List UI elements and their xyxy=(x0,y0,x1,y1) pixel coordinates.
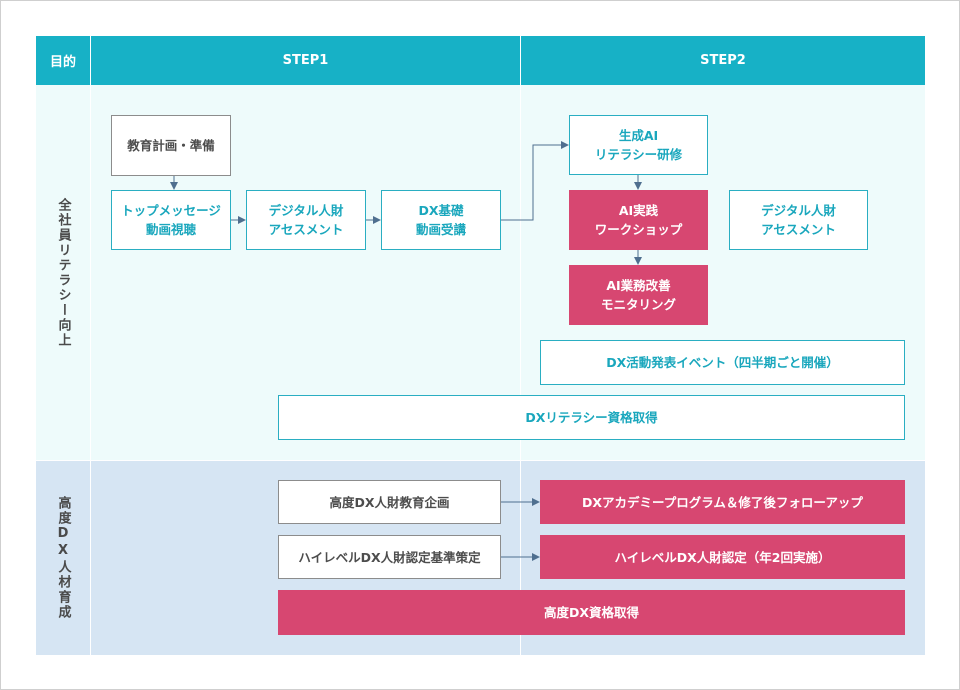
header-purpose: 目的 xyxy=(36,36,90,85)
box-ai-workshop: AI実践 ワークショップ xyxy=(569,190,708,250)
box-digital-assessment-2: デジタル人財 アセスメント xyxy=(729,190,868,250)
row-label-advanced-text: 高度DX人材育成 xyxy=(55,495,71,620)
box-high-level-cert: ハイレベルDX人財認定（年2回実施） xyxy=(540,535,905,579)
box-digital-assessment-1: デジタル人財 アセスメント xyxy=(246,190,366,250)
box-dx-basics: DX基礎 動画受講 xyxy=(381,190,501,250)
row-label-advanced: 高度DX人材育成 xyxy=(36,460,90,655)
box-dx-academy: DXアカデミープログラム＆修了後フォローアップ xyxy=(540,480,905,524)
box-dx-event: DX活動発表イベント（四半期ごと開催） xyxy=(540,340,905,385)
divider-row xyxy=(36,460,925,461)
box-advanced-cert: 高度DX資格取得 xyxy=(278,590,905,635)
header-step2: STEP2 xyxy=(521,36,925,85)
header-step1: STEP1 xyxy=(91,36,520,85)
box-advanced-edu-plan: 高度DX人財教育企画 xyxy=(278,480,501,524)
box-top-message: トップメッセージ 動画視聴 xyxy=(111,190,231,250)
box-high-level-criteria: ハイレベルDX人財認定基準策定 xyxy=(278,535,501,579)
divider-col-step xyxy=(520,85,521,655)
box-edu-plan: 教育計画・準備 xyxy=(111,115,231,176)
row-label-all-staff-text: 全社員リテラシー向上 xyxy=(55,197,71,348)
box-dx-literacy-cert: DXリテラシー資格取得 xyxy=(278,395,905,440)
box-gen-ai-literacy: 生成AI リテラシー研修 xyxy=(569,115,708,175)
box-ai-monitoring: AI業務改善 モニタリング xyxy=(569,265,708,325)
arrow-basics-to-genai xyxy=(501,141,569,221)
row-label-all-staff: 全社員リテラシー向上 xyxy=(36,85,90,460)
divider-col-purpose xyxy=(90,85,91,655)
